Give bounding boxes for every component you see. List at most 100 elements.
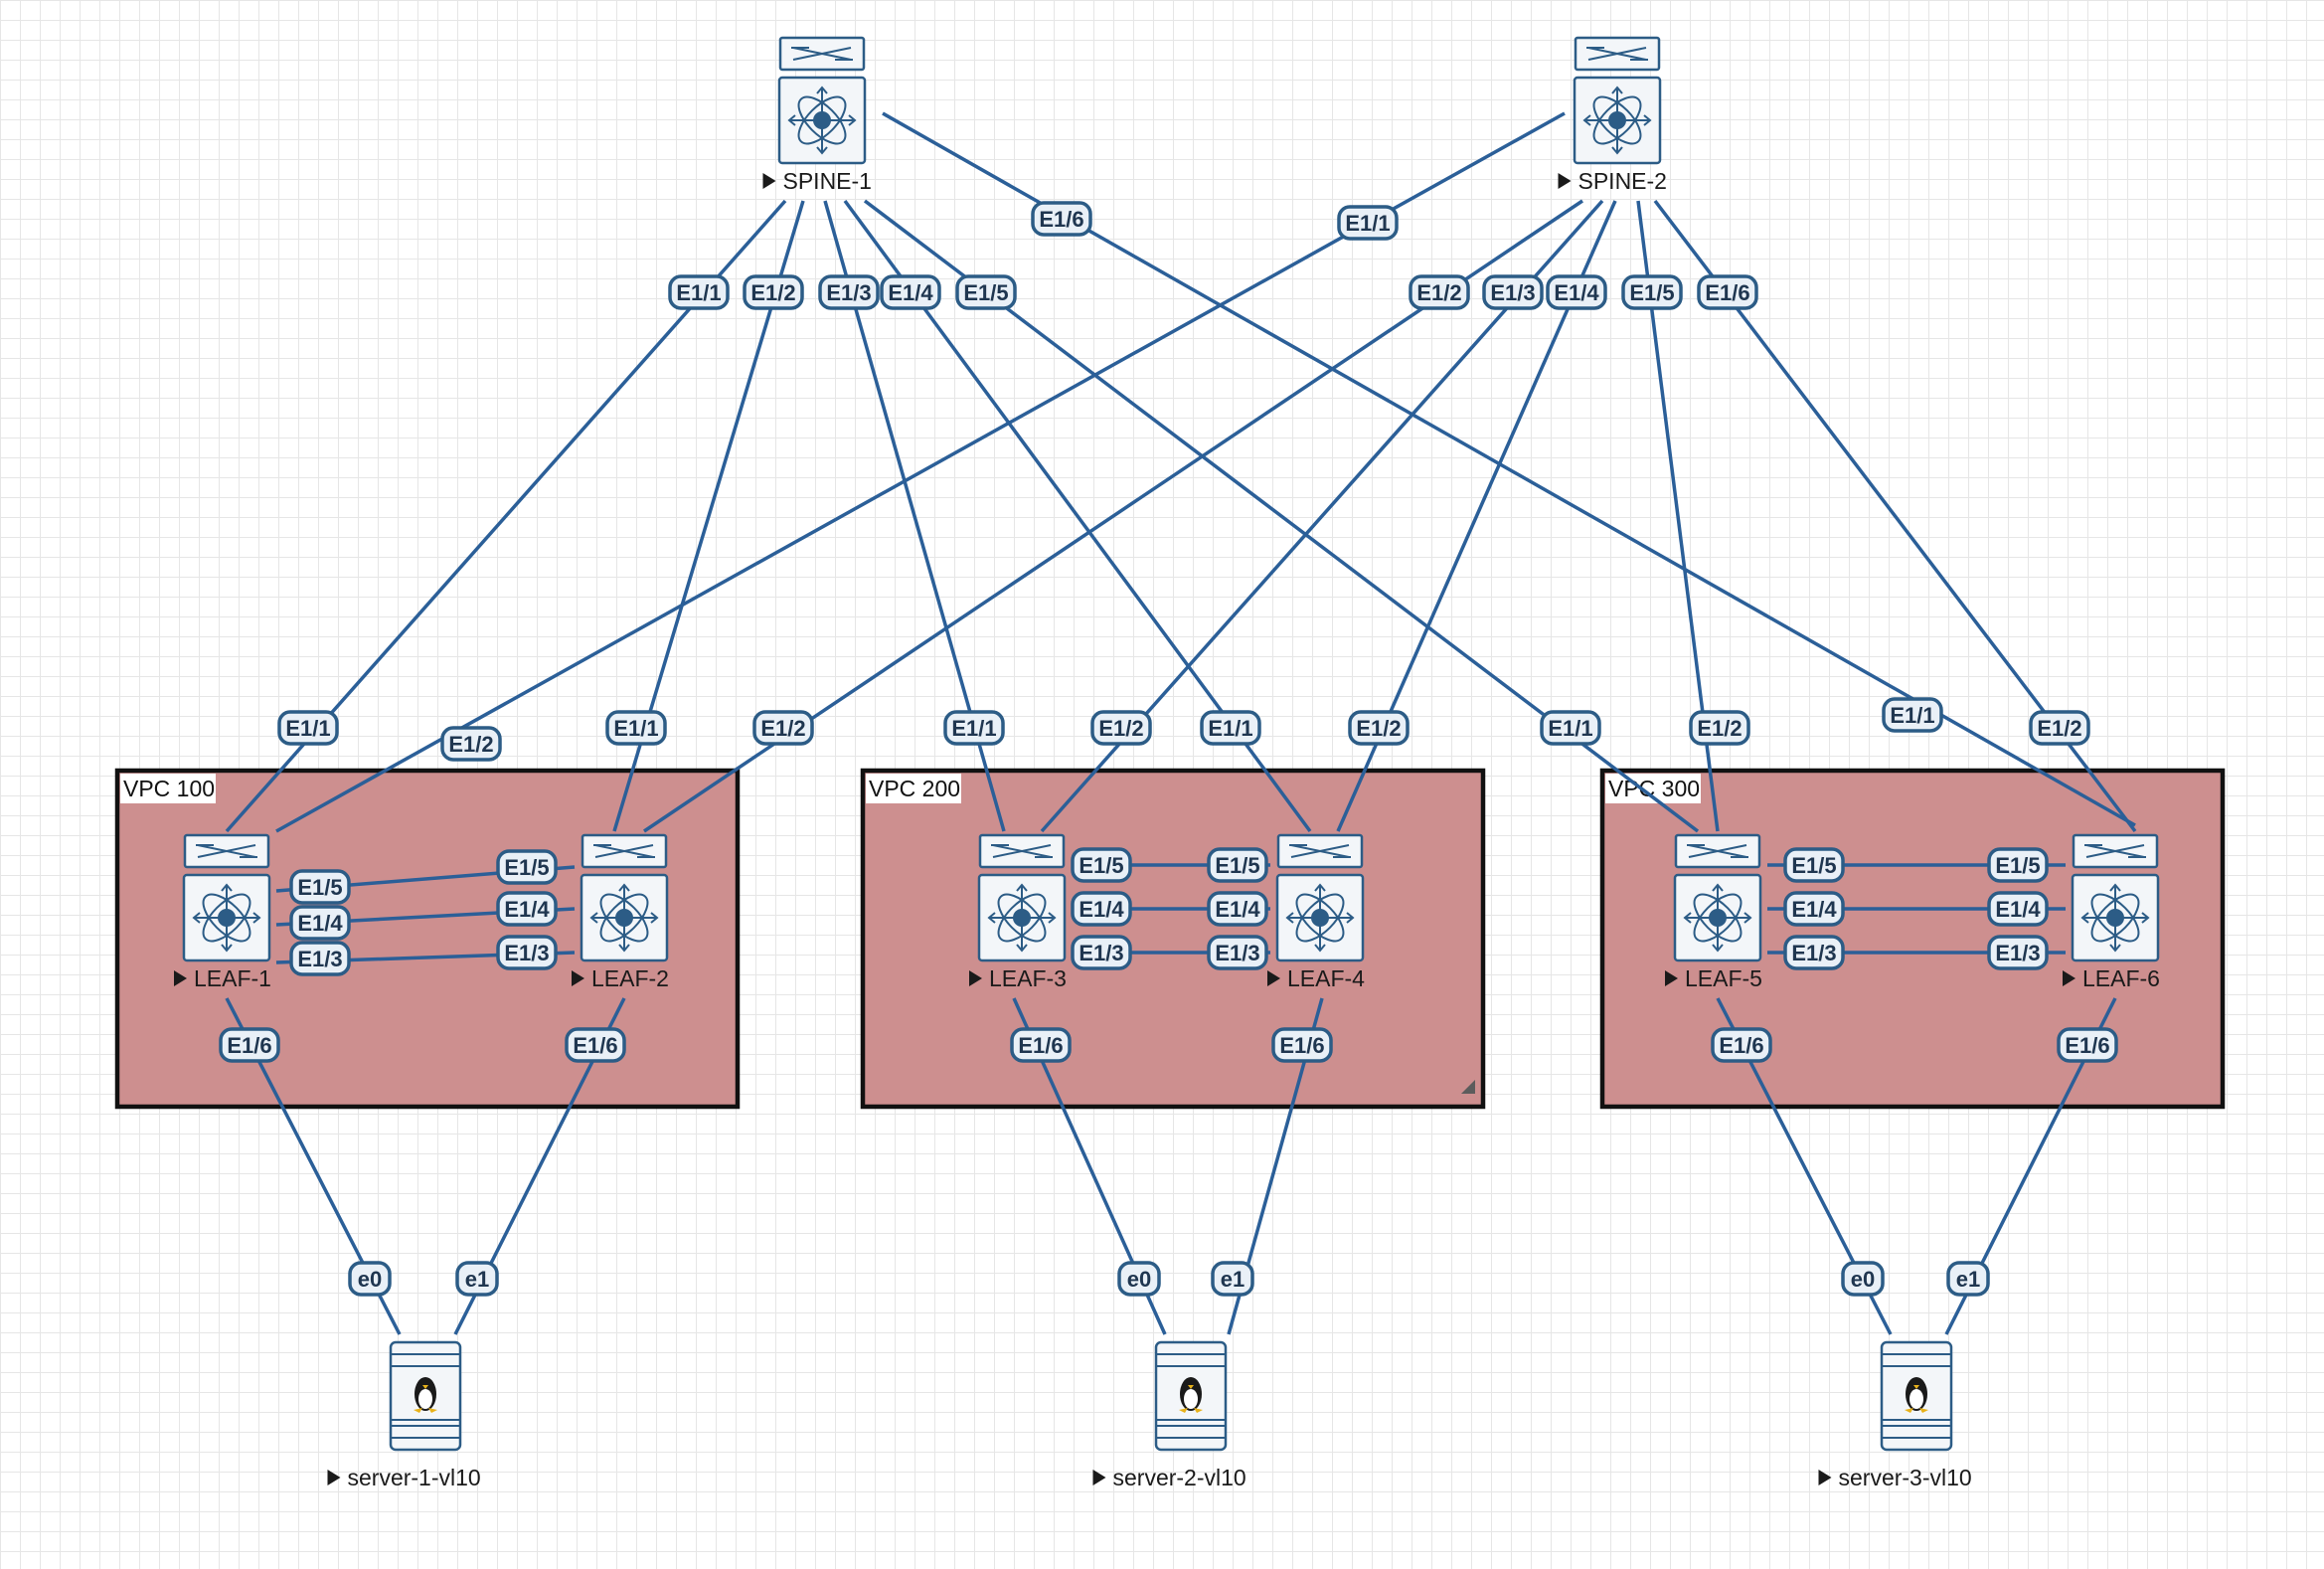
node-spine1[interactable]: SPINE-1 [762,36,872,194]
port-label[interactable]: e1 [455,1261,499,1297]
port-label[interactable]: E1/2 [2029,710,2090,746]
node-server2[interactable]: server-2-vl10 [1092,1340,1246,1490]
port-label[interactable]: e0 [348,1261,392,1297]
port-badge [1271,1027,1333,1063]
port-label[interactable]: E1/4 [1783,891,1845,927]
port-label[interactable]: E1/6 [565,1027,626,1063]
port-label[interactable]: e0 [1841,1261,1885,1297]
port-label[interactable]: E1/1 [1200,710,1261,746]
port-label[interactable]: E1/4 [289,905,351,941]
play-triangle-icon[interactable] [1558,173,1572,189]
orbit-icon [2090,893,2140,943]
port-badge [289,869,351,905]
port-badge [1540,710,1601,746]
port-label[interactable]: e1 [1946,1261,1990,1297]
port-label[interactable]: e1 [1211,1261,1254,1297]
play-triangle-icon[interactable] [174,970,187,986]
port-label[interactable]: E1/3 [818,274,880,310]
port-label[interactable]: E1/3 [1071,935,1132,970]
port-label[interactable]: E1/2 [440,726,502,762]
node-leaf4[interactable]: LEAF-4 [1267,833,1365,991]
port-label[interactable]: E1/4 [1071,891,1132,927]
orbit-icon [599,893,649,943]
play-triangle-icon[interactable] [1665,970,1678,986]
port-label[interactable]: E1/4 [880,274,941,310]
node-server1[interactable]: server-1-vl10 [327,1340,481,1490]
play-triangle-icon[interactable] [327,1470,341,1485]
vpc-box[interactable] [860,768,1486,1110]
port-label[interactable]: E1/2 [1689,710,1750,746]
port-label[interactable]: E1/4 [1546,274,1607,310]
port-label[interactable]: E1/3 [1207,935,1268,970]
port-label[interactable]: E1/6 [1271,1027,1333,1063]
port-label[interactable]: E1/1 [1337,205,1399,241]
port-label[interactable]: E1/2 [1409,274,1470,310]
port-label[interactable]: E1/2 [1348,710,1410,746]
port-label[interactable]: E1/1 [605,710,667,746]
port-label[interactable]: E1/2 [743,274,804,310]
port-label[interactable]: E1/6 [2057,1027,2118,1063]
port-label[interactable]: E1/5 [1207,847,1268,883]
node-label: server-3-vl10 [1839,1465,1972,1490]
node-leaf6[interactable]: LEAF-6 [2063,833,2160,991]
port-label[interactable]: E1/5 [1071,847,1132,883]
node-server3[interactable]: server-3-vl10 [1818,1340,1972,1490]
port-label[interactable]: E1/1 [1882,697,1943,733]
port-label[interactable]: E1/1 [1540,710,1601,746]
port-text: E1/6 [1705,280,1749,305]
switch-arrows-icon [1289,844,1351,858]
port-label[interactable]: E1/2 [752,710,814,746]
orbit-icon [599,893,649,943]
play-triangle-icon[interactable] [1092,1470,1106,1485]
node-leaf3[interactable]: LEAF-3 [969,833,1067,991]
port-label[interactable]: E1/1 [943,710,1005,746]
play-triangle-icon[interactable] [1818,1470,1832,1485]
node-leaf5[interactable]: LEAF-5 [1665,833,1762,991]
penguin-feet [1179,1408,1203,1413]
port-label[interactable]: E1/3 [1482,274,1544,310]
port-badge [1117,1261,1161,1297]
switch-arrows-icon [196,844,257,858]
play-triangle-icon[interactable] [1267,970,1280,986]
port-label[interactable]: E1/5 [1987,847,2049,883]
port-label[interactable]: E1/2 [1090,710,1152,746]
port-badge [1409,274,1470,310]
port-label[interactable]: E1/3 [496,935,558,970]
play-triangle-icon[interactable] [969,970,982,986]
play-triangle-icon[interactable] [572,970,584,986]
port-label[interactable]: E1/3 [1987,935,2049,970]
port-label[interactable]: E1/4 [1207,891,1268,927]
port-label[interactable]: E1/5 [1621,274,1683,310]
port-text: E1/2 [750,280,795,305]
node-leaf2[interactable]: LEAF-2 [572,833,669,991]
port-label[interactable]: E1/5 [955,274,1017,310]
node-leaf1[interactable]: LEAF-1 [174,833,271,991]
port-label[interactable]: E1/5 [289,869,351,905]
play-triangle-icon[interactable] [762,173,776,189]
orbit-icon [997,893,1047,943]
port-label[interactable]: E1/5 [496,849,558,885]
port-badge [455,1261,499,1297]
port-label[interactable]: E1/6 [1697,274,1758,310]
port-text: E1/3 [1490,280,1535,305]
port-label[interactable]: E1/6 [1031,201,1092,237]
port-label[interactable]: e0 [1117,1261,1161,1297]
port-label[interactable]: E1/1 [668,274,730,310]
port-label[interactable]: E1/6 [219,1027,280,1063]
port-label[interactable]: E1/3 [289,941,351,976]
node-spine2[interactable]: SPINE-2 [1558,36,1667,194]
resize-grip-icon[interactable] [1461,1080,1475,1094]
penguin-beak [1913,1385,1919,1389]
play-triangle-icon[interactable] [2063,970,2075,986]
port-label[interactable]: E1/6 [1711,1027,1772,1063]
port-label[interactable]: E1/3 [1783,935,1845,970]
port-label[interactable]: E1/5 [1783,847,1845,883]
core-dot-icon [2106,909,2124,927]
port-label[interactable]: E1/4 [1987,891,2049,927]
port-label[interactable]: E1/1 [277,710,339,746]
port-badge [1783,935,1845,970]
links-layer [225,111,2137,1335]
port-label[interactable]: E1/4 [496,891,558,927]
port-label[interactable]: E1/6 [1010,1027,1072,1063]
